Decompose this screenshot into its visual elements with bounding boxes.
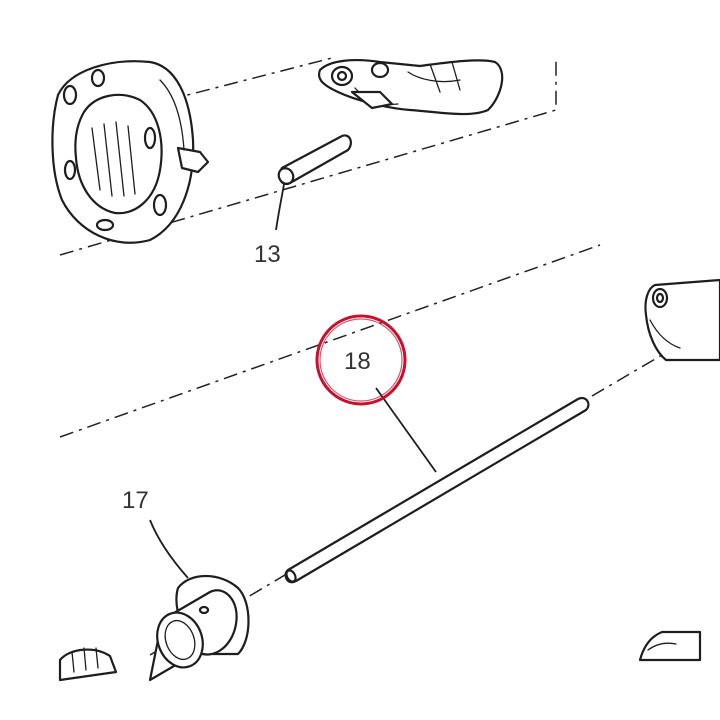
part-18-shaft: [284, 387, 590, 584]
part-17-bushing: [148, 519, 250, 682]
dash-dot-lines: [59, 57, 663, 656]
upper-boundary-line: [59, 58, 557, 256]
upper-axis-line: [167, 57, 333, 101]
planet-carrier-part: [51, 60, 210, 244]
diagonal-divider-line: [59, 244, 601, 438]
callout-17: 17: [122, 487, 149, 514]
bottom-gear-part: [58, 647, 118, 682]
differential-case-part: [317, 58, 504, 116]
callout-13: 13: [254, 241, 281, 268]
callout-18: 18: [344, 348, 371, 375]
side-gear-part: [644, 278, 720, 362]
highlight-circle: [315, 314, 407, 406]
highlight-circle-inner: [319, 318, 403, 402]
shaft-axis-line-right: [591, 354, 663, 397]
bottom-right-part: [638, 630, 702, 662]
part-13-pin: [275, 134, 352, 231]
